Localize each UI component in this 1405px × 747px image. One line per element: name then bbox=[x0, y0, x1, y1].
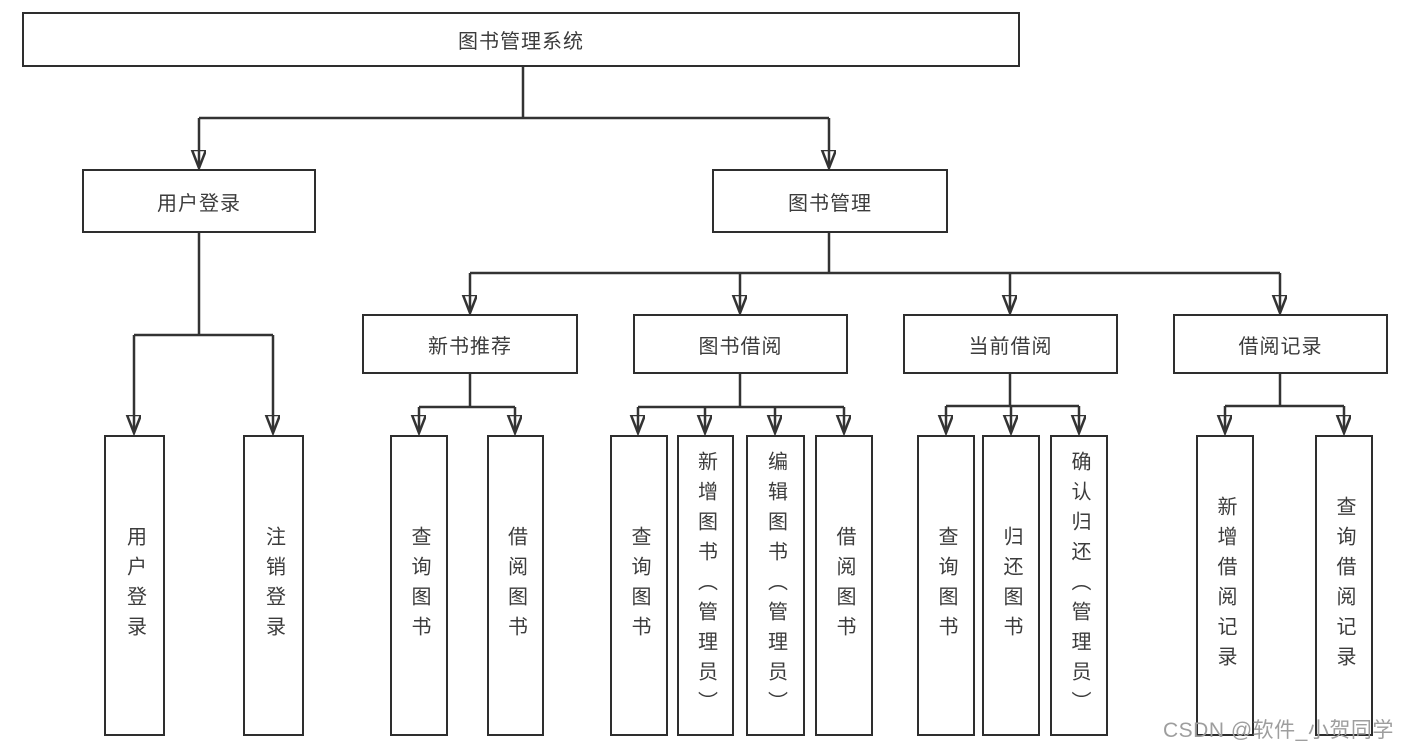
node-new-book-recommend: 新书推荐 bbox=[362, 314, 578, 374]
edges-user-login-branch bbox=[134, 233, 273, 430]
edges-borrow-records bbox=[1225, 374, 1344, 430]
node-borrow-records: 借阅记录 bbox=[1173, 314, 1388, 374]
edges-root-to-level2 bbox=[199, 67, 829, 165]
node-return-book: 归还图书 bbox=[982, 435, 1040, 736]
node-add-book-admin: 新增图书（管理员） bbox=[677, 435, 734, 736]
node-user-login-branch: 用户登录 bbox=[82, 169, 316, 233]
node-root-system: 图书管理系统 bbox=[22, 12, 1020, 67]
node-borrow-books-recommend: 借阅图书 bbox=[487, 435, 544, 736]
node-query-books-borrow: 查询图书 bbox=[610, 435, 668, 736]
node-current-borrow: 当前借阅 bbox=[903, 314, 1118, 374]
node-edit-book-admin: 编辑图书（管理员） bbox=[746, 435, 805, 736]
node-user-login-leaf: 用户登录 bbox=[104, 435, 165, 736]
node-query-books-current: 查询图书 bbox=[917, 435, 975, 736]
node-query-books-recommend: 查询图书 bbox=[390, 435, 448, 736]
csdn-watermark: CSDN @软件_小贺同学 bbox=[1163, 719, 1394, 742]
edges-book-borrow bbox=[638, 374, 844, 430]
node-confirm-return-admin: 确认归还（管理员） bbox=[1050, 435, 1108, 736]
node-add-borrow-record: 新增借阅记录 bbox=[1196, 435, 1254, 736]
node-borrow-books-leaf: 借阅图书 bbox=[815, 435, 873, 736]
node-logout: 注销登录 bbox=[243, 435, 304, 736]
node-query-borrow-record: 查询借阅记录 bbox=[1315, 435, 1373, 736]
edges-book-management-to-level3 bbox=[470, 233, 1280, 310]
node-book-borrow: 图书借阅 bbox=[633, 314, 848, 374]
node-book-management-branch: 图书管理 bbox=[712, 169, 948, 233]
edges-current-borrow bbox=[946, 374, 1079, 430]
edges-new-book-recommend bbox=[419, 374, 515, 430]
